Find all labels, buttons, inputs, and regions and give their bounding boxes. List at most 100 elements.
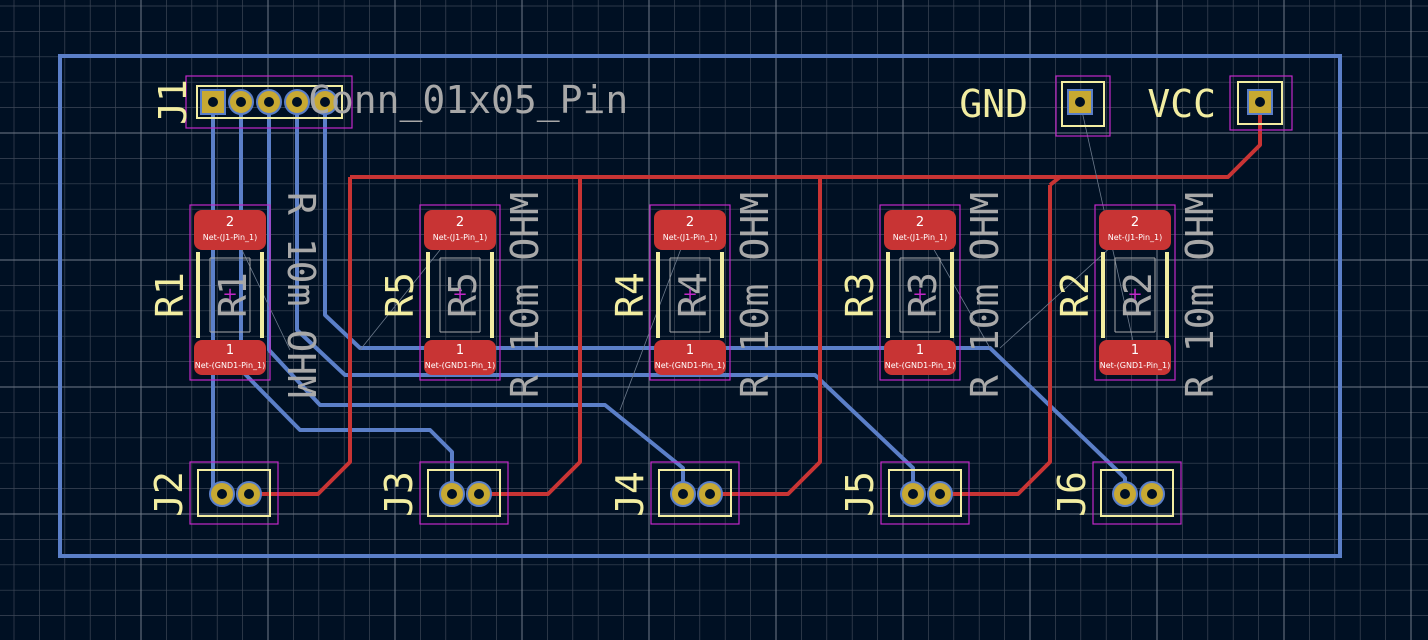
j3-pad-1-hole [447,489,457,499]
j3-pad-2-hole [474,489,484,499]
vcc-courtyard [1229,75,1293,131]
j1-pad-hole [208,97,218,107]
j1-pad-hole [320,97,330,107]
r3-pad-2-net: Net-(J1-Pin_1) [893,233,948,242]
j4-connector-footprint[interactable]: J4 [608,461,740,525]
j2-pad-2-hole [244,489,254,499]
j3-silk-outline [427,469,501,517]
j2-ref-label: J2 [147,471,191,517]
r5-pad-1-net: Net-(GND1-Pin_1) [425,361,496,370]
j4-pad-1-hole [678,489,688,499]
r1-value-label: R 10m OHM [279,192,323,398]
j1-pad-hole [292,97,302,107]
vcc-test-point[interactable]: VCC [1147,75,1293,131]
r3-value-label: R 10m OHM [963,192,1007,398]
j2-connector-footprint[interactable]: J2 [147,461,279,525]
vcc-pad-hole [1255,97,1265,107]
r4-fab-ref-label: R4 [671,272,715,318]
r5-fab-ref-label: R5 [441,272,485,318]
r5-pad-1[interactable] [424,340,496,375]
connector-footprints: J2 J3 J4 J5 J6 [147,461,1182,525]
r3-pad-2[interactable] [884,210,956,250]
j4-silk-outline [658,469,732,517]
j6-connector-footprint[interactable]: J6 [1050,461,1182,525]
r1-courtyard [189,204,271,381]
r2-pad-1-number: 1 [1131,343,1139,358]
j1-silk-outline [196,85,343,119]
r2-courtyard [1094,204,1176,381]
r2-fab-ref-label: R2 [1116,272,1160,318]
gnd-pad-hole [1075,97,1085,107]
j3-connector-footprint[interactable]: J3 [377,461,509,525]
r1-pad-1[interactable] [194,340,266,375]
r3-pad-1-net: Net-(GND1-Pin_1) [885,361,956,370]
j5-silk-outline [888,469,962,517]
r4-pad-2[interactable] [654,210,726,250]
gnd-silk [1061,81,1105,127]
j1-courtyard [185,75,353,129]
trace-vcc-branch [1048,175,1062,187]
r4-pad-2-number: 2 [686,215,694,230]
r5-value-label: R 10m OHM [503,192,547,398]
j1-ref-label: J1 [151,79,195,125]
j2-courtyard [189,461,279,525]
trace-vcc-j3 [480,177,582,496]
r5-pad-2-number: 2 [456,215,464,230]
j6-pad-1-hole [1120,489,1130,499]
j5-pad-2-hole [935,489,945,499]
gnd-courtyard [1055,75,1111,137]
board-outline [58,54,1342,558]
r5-courtyard [419,204,501,381]
j2-pad-1-hole [217,489,227,499]
vcc-silk [1237,81,1283,125]
j3-ref-label: J3 [377,471,421,517]
r1-pad-2-number: 2 [226,215,234,230]
r1-pad-1-number: 1 [226,343,234,358]
trace-vcc-j5 [940,185,1052,496]
back-copper-traces [211,102,1127,492]
j4-ref-label: J4 [608,471,652,517]
r4-pad-2-net: Net-(J1-Pin_1) [663,233,718,242]
r5-pad-2-net: Net-(J1-Pin_1) [433,233,488,242]
gnd-test-point[interactable]: GND [959,75,1111,137]
r2-pad-1[interactable] [1099,340,1171,375]
r3-ref-label: R3 [838,272,882,318]
r3-courtyard [879,204,961,381]
vcc-label: VCC [1147,82,1216,126]
r1-pad-1-net: Net-(GND1-Pin_1) [195,361,266,370]
r3-anchor-marker: + [912,284,927,305]
gnd-label: GND [959,82,1028,126]
j4-courtyard [650,461,740,525]
r3-fab-ref-label: R3 [901,272,945,318]
j1-header-footprint[interactable]: Conn_01x05_Pin J1 [151,75,628,129]
r4-anchor-marker: + [682,284,697,305]
j2-silk-outline [197,469,271,517]
j1-pad-hole [264,97,274,107]
r2-pad-2[interactable] [1099,210,1171,250]
r5-pad-2[interactable] [424,210,496,250]
r3-pad-1[interactable] [884,340,956,375]
r3-pad-2-number: 2 [916,215,924,230]
r5-ref-label: R5 [378,272,422,318]
r1-pad-2[interactable] [194,210,266,250]
j6-silk-outline [1100,469,1174,517]
trace-vcc-j2 [250,177,352,496]
j5-connector-footprint[interactable]: J5 [838,461,970,525]
j5-ref-label: J5 [838,471,882,517]
j5-courtyard [880,461,970,525]
trace-j1-pin2-j3 [239,102,454,492]
r2-pad-1-net: Net-(GND1-Pin_1) [1100,361,1171,370]
j6-courtyard [1092,461,1182,525]
j5-pad-1-hole [908,489,918,499]
r4-pad-1[interactable] [654,340,726,375]
trace-vcc-j4 [712,177,822,496]
r4-value-label: R 10m OHM [733,192,777,398]
r2-ref-label: R2 [1053,272,1097,318]
